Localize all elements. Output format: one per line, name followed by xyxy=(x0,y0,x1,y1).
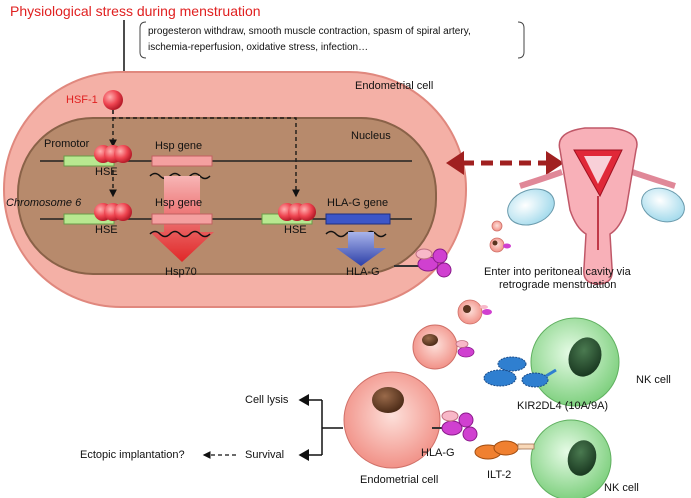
nk-cell-bottom-label: NK cell xyxy=(604,482,639,494)
upper-hse-balls xyxy=(94,145,132,163)
hlag-protein-label: HLA-G xyxy=(346,266,380,278)
lower-mrna-wave xyxy=(149,230,211,238)
nk-cell-top xyxy=(530,317,620,407)
promotor-label: Promotor xyxy=(44,138,90,150)
hsf1-ball xyxy=(103,90,123,110)
kir2dl4-receptor xyxy=(483,356,557,388)
small-endometrial-cell-1 xyxy=(491,220,503,232)
lower-hse-balls-right xyxy=(278,203,316,221)
large-cell-hlag xyxy=(432,410,478,442)
stressor-list-line2: ischemia-reperfusion, oxidative stress, … xyxy=(148,42,369,53)
nk-cell-bottom xyxy=(530,419,612,498)
upper-hsp-gene-label: Hsp gene xyxy=(155,140,203,152)
outcome-fork-arrows xyxy=(298,394,343,461)
ilt2-label: ILT-2 xyxy=(487,469,512,481)
hlag-gene-box xyxy=(325,213,391,225)
small-endometrial-cell-2 xyxy=(489,237,511,253)
hsf1-label: HSF-1 xyxy=(66,94,98,106)
membrane-hlag-protein xyxy=(394,248,452,278)
stressor-bracket xyxy=(139,21,147,59)
lower-hse-label-right: HSE xyxy=(284,224,307,236)
stressor-list-line1: progesteron withdraw, smooth muscle cont… xyxy=(148,26,471,37)
hlag-arrow xyxy=(336,232,386,266)
nucleus-uterus-dashed-arrow xyxy=(446,151,564,175)
retrograde-line2: retrograde menstruation xyxy=(499,279,617,291)
lower-hse-balls-left xyxy=(94,203,132,221)
uterus-illustration xyxy=(507,127,685,285)
hsf1-dashed-arrow-right xyxy=(112,110,300,198)
lower-hsp-gene-label: Hsp gene xyxy=(155,197,203,209)
diagram-title: Physiological stress during menstruation xyxy=(10,3,261,19)
large-endometrial-cell xyxy=(343,371,441,469)
chromosome-label: Chromosome 6 xyxy=(6,197,82,209)
small-endometrial-cell-3 xyxy=(457,299,492,325)
ilt2-receptor xyxy=(474,440,535,460)
upper-hsp-gene-box xyxy=(151,155,213,167)
nucleus-label: Nucleus xyxy=(351,130,391,142)
hlag-gene-label: HLA-G gene xyxy=(327,197,389,209)
large-cell-hlag-label: HLA-G xyxy=(421,447,455,459)
endometrial-cell-label-top: Endometrial cell xyxy=(355,80,434,92)
nk-cell-top-label: NK cell xyxy=(636,374,671,386)
upper-hse-label: HSE xyxy=(95,166,118,178)
kir2dl4-label: KIR2DL4 (10A/9A) xyxy=(517,400,609,412)
lower-hsp-gene-box xyxy=(151,213,213,225)
retrograde-line1: Enter into peritoneal cavity via xyxy=(484,266,631,278)
medium-endometrial-cell xyxy=(412,324,475,370)
hsp70-label: Hsp70 xyxy=(165,266,197,278)
ectopic-implantation-label: Ectopic implantation? xyxy=(80,449,185,461)
endometrial-cell-label-bottom: Endometrial cell xyxy=(360,474,439,486)
cell-lysis-label: Cell lysis xyxy=(245,394,289,406)
lower-hse-label-left: HSE xyxy=(95,224,118,236)
survival-label: Survival xyxy=(245,449,285,461)
